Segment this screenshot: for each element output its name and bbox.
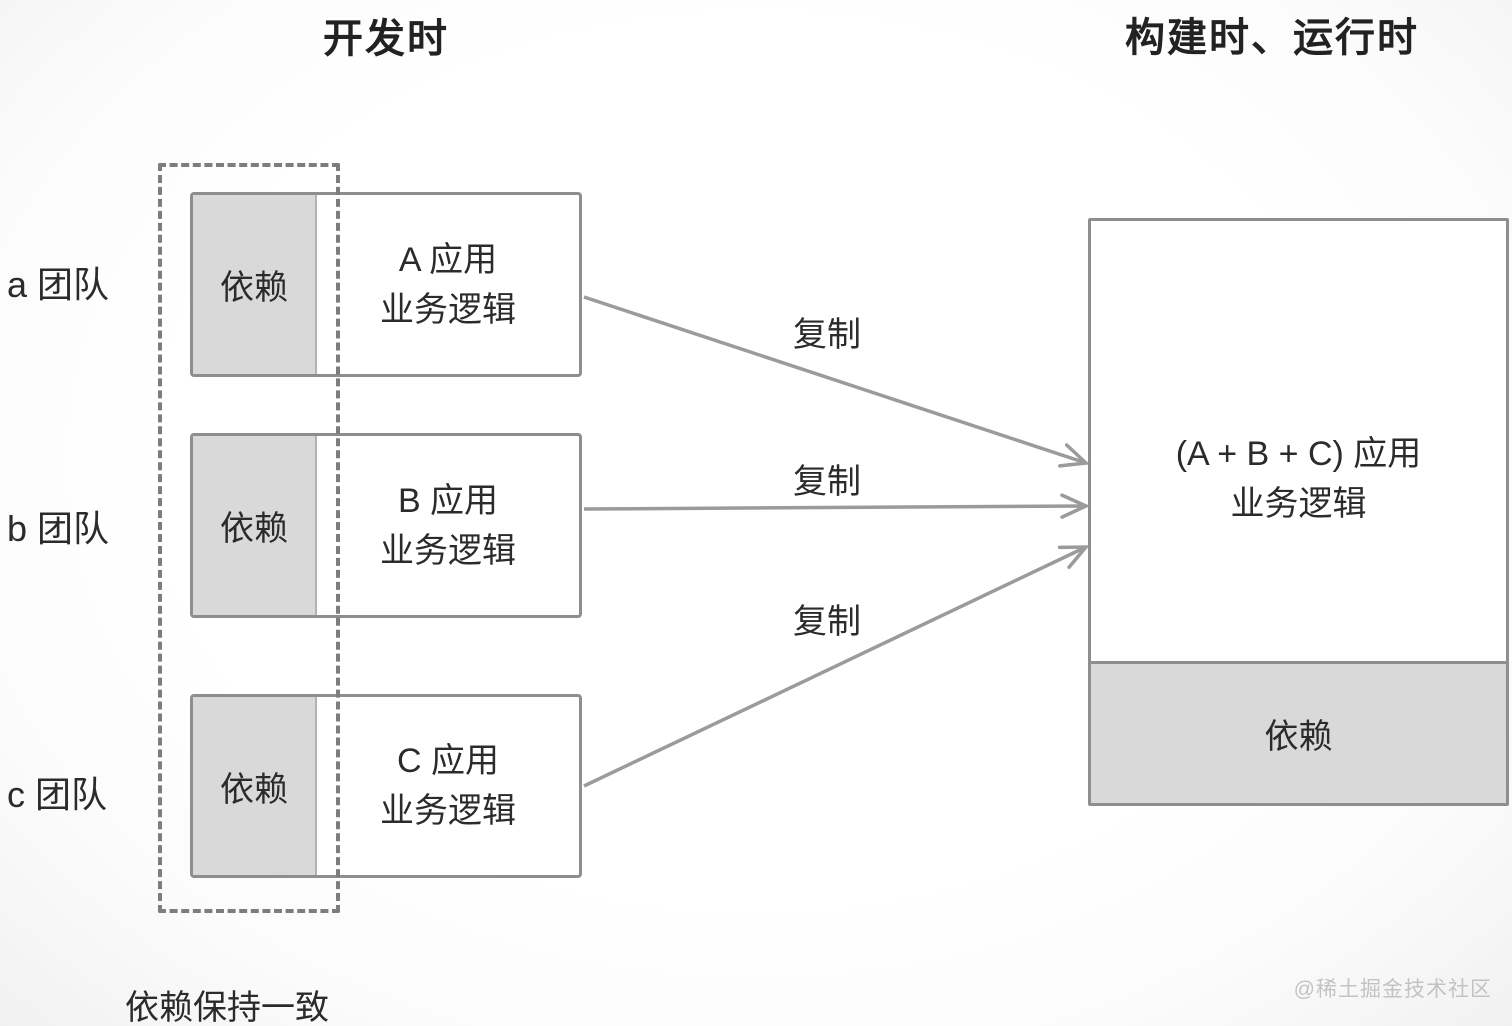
- team-c-dependency-cell: 依赖: [193, 697, 317, 875]
- merged-dependency-bar: 依赖: [1091, 661, 1506, 803]
- team-b-app-text: B 应用 业务逻辑: [317, 436, 579, 615]
- copy-arrow-b: [583, 506, 1086, 509]
- merged-app-box: (A + B + C) 应用 业务逻辑 依赖: [1088, 218, 1509, 806]
- merged-app-line2: 业务逻辑: [1230, 485, 1367, 523]
- team-c-label: c 团队: [7, 774, 108, 815]
- team-c-app-line2: 业务逻辑: [380, 792, 516, 830]
- team-a-label: a 团队: [7, 264, 110, 305]
- team-a-app-line1: A 应用: [398, 240, 498, 279]
- merged-app-text: (A + B + C) 应用 业务逻辑: [1091, 429, 1506, 529]
- team-b-label: b 团队: [7, 508, 110, 549]
- team-b-app-line2: 业务逻辑: [380, 531, 516, 570]
- team-a-app-line2: 业务逻辑: [380, 290, 516, 329]
- team-a-dependency-cell: 依赖: [193, 195, 317, 374]
- team-c-app-line1: C 应用: [397, 742, 499, 780]
- team-b-app-line1: B 应用: [397, 481, 499, 520]
- title-development-time: 开发时: [323, 17, 449, 61]
- team-a-app-text: A 应用 业务逻辑: [317, 195, 579, 374]
- team-c-app-box: 依赖 C 应用 业务逻辑: [190, 694, 582, 878]
- watermark-text: @稀土掘金技术社区: [1293, 978, 1492, 1001]
- copy-label-c: 复制: [793, 603, 861, 641]
- copy-label-b: 复制: [793, 463, 861, 501]
- team-c-app-text: C 应用 业务逻辑: [317, 697, 579, 875]
- merged-app-line1: (A + B + C) 应用: [1175, 435, 1422, 473]
- team-b-dependency-cell: 依赖: [193, 436, 317, 615]
- team-b-app-box: 依赖 B 应用 业务逻辑: [190, 433, 582, 618]
- dependency-consistency-caption: 依赖保持一致: [125, 989, 329, 1026]
- copy-arrow-c: [583, 547, 1086, 788]
- team-a-app-box: 依赖 A 应用 业务逻辑: [190, 192, 582, 377]
- copy-label-a: 复制: [793, 316, 861, 354]
- merged-app-body: (A + B + C) 应用 业务逻辑: [1091, 221, 1506, 661]
- title-build-run-time: 构建时、运行时: [1125, 16, 1419, 60]
